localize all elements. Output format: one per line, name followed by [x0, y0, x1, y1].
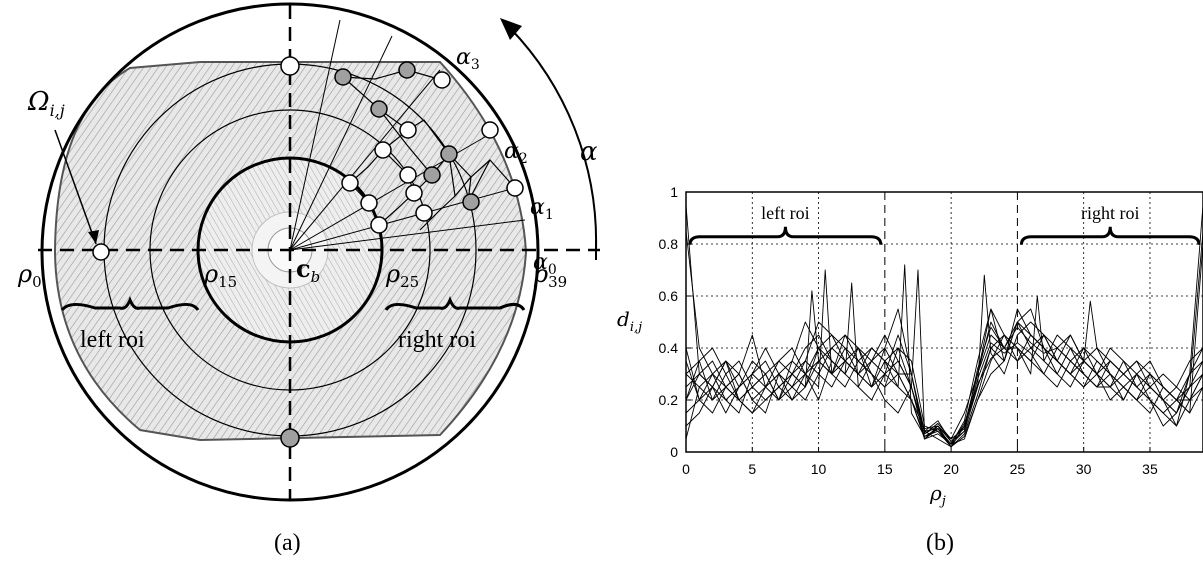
sample-point	[92, 243, 110, 261]
y-tick-label: 0.2	[659, 392, 679, 408]
x-tick-label: 5	[748, 461, 756, 477]
x-tick-label: 35	[1142, 461, 1158, 477]
sample-point	[374, 141, 392, 159]
alpha3-label: α3	[456, 45, 480, 73]
caption-a: (a)	[274, 530, 301, 556]
sample-point-filled	[398, 61, 416, 79]
roi-annotation-label: right roi	[1081, 203, 1140, 223]
y-tick-label: 1	[670, 184, 678, 200]
sample-point	[399, 166, 417, 184]
x-tick-labels: 0 5 10 15 20 25 30 35	[682, 461, 1158, 477]
roi-brace	[688, 226, 883, 245]
sample-point	[280, 56, 300, 76]
y-tick-labels: 0 0.2 0.4 0.6 0.8 1	[659, 184, 679, 460]
x-tick-label: 30	[1076, 461, 1092, 477]
rho39-label: ρ39	[533, 260, 567, 291]
alpha-arrowhead	[500, 18, 522, 40]
rho0-label: ρ0	[17, 260, 42, 291]
y-tick-label: 0	[670, 444, 678, 460]
sample-point	[360, 194, 378, 212]
rho25-label: ρ25	[385, 260, 419, 291]
y-tick-label: 0.8	[659, 236, 679, 252]
series-line	[685, 243, 1203, 445]
roi-brace	[1019, 226, 1201, 245]
sample-point-filled	[334, 68, 352, 86]
sample-point-filled	[462, 193, 480, 211]
x-tick-label: 25	[1010, 461, 1026, 477]
sample-point	[399, 121, 417, 139]
alpha-arc-arrow	[509, 27, 598, 251]
omega-label: Ωi,j	[27, 87, 65, 120]
x-tick-label: 20	[943, 461, 959, 477]
sample-points-open	[92, 56, 524, 261]
sample-point	[433, 71, 451, 89]
omega-arrow	[54, 129, 97, 245]
omega-arrowhead	[88, 230, 99, 244]
sample-points-filled	[280, 61, 480, 448]
series-line	[685, 321, 1203, 445]
sample-point-filled	[370, 100, 388, 118]
series-line	[685, 334, 1203, 448]
series-line	[685, 274, 1203, 443]
alpha1-label: α1	[530, 195, 554, 223]
sample-point	[415, 204, 433, 222]
chart-series	[685, 204, 1203, 448]
sample-point-filled	[440, 145, 458, 163]
series-line	[685, 230, 1203, 440]
plot-frame	[685, 191, 1203, 453]
series-line	[685, 269, 1203, 440]
sample-point-filled	[423, 166, 441, 184]
left-roi-label: left roi	[80, 327, 145, 353]
y-tick-label: 0.4	[659, 340, 679, 356]
x-axis-label: ρj	[929, 481, 946, 509]
series-line	[685, 264, 1203, 448]
rho15-label: ρ15	[203, 260, 237, 291]
alpha0-label: α0	[533, 250, 557, 278]
series-line	[685, 300, 1203, 448]
alpha-label: α	[580, 137, 598, 167]
sample-point	[481, 121, 499, 139]
y-axis-label: di,j	[617, 307, 642, 335]
sample-point	[506, 179, 524, 197]
sample-point-filled	[280, 428, 300, 448]
caption-b: (b)	[926, 530, 954, 556]
right-roi-label: right roi	[398, 327, 476, 353]
sample-point	[405, 184, 423, 202]
panel-b: 0 0.2 0.4 0.6 0.8 1 0 5 10 15 20 25 30 35 left roi ri…	[617, 184, 1203, 556]
chart-grid	[685, 191, 1203, 453]
roi-annotations: left roi right roi	[688, 203, 1201, 245]
panel-a: Ωi,j α3 α2 α1 α0 α ρ0 ρ15 ρ25 ρ39 cb lef…	[17, 2, 600, 556]
x-tick-label: 10	[811, 461, 827, 477]
y-tick-label: 0.6	[659, 288, 679, 304]
series-line	[685, 295, 1203, 445]
sample-point	[370, 216, 388, 234]
sample-point	[341, 174, 359, 192]
left-roi-brace	[60, 295, 200, 312]
roi-annotation-label: left roi	[761, 203, 809, 223]
x-tick-label: 0	[682, 461, 690, 477]
center-label: cb	[296, 254, 320, 286]
x-tick-label: 15	[877, 461, 893, 477]
alpha2-label: α2	[504, 139, 528, 167]
right-roi-brace	[384, 295, 526, 311]
series-line	[685, 308, 1203, 443]
